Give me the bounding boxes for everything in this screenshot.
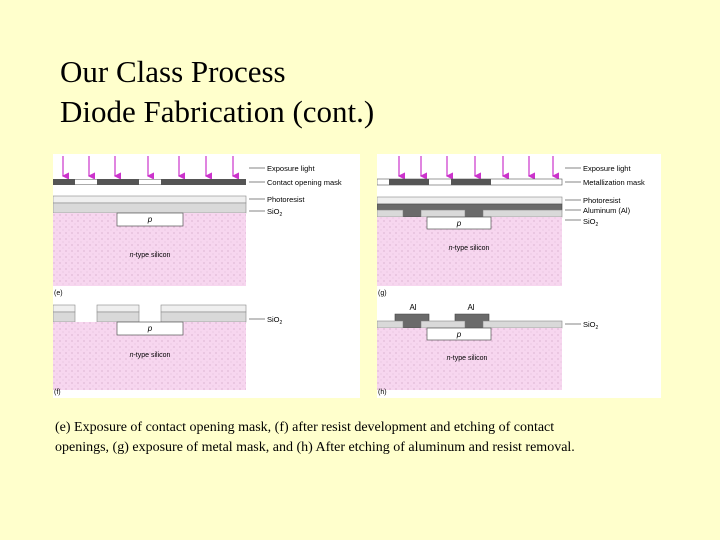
contact-opening-mask <box>53 179 246 185</box>
p-region-g <box>426 216 492 230</box>
al-label-left: Al <box>409 303 416 312</box>
label-contact-opening-mask: Contact opening mask <box>267 178 342 187</box>
p-region-h <box>426 327 492 341</box>
photoresist-layer-g <box>376 196 563 205</box>
slide-title: Our Class Process Diode Fabrication (con… <box>60 52 374 132</box>
step-label-h: (h) <box>378 389 387 396</box>
metallization-mask <box>376 178 563 186</box>
p-region-f <box>116 321 184 336</box>
label-sio2: SiO2 <box>267 207 283 218</box>
exposure-light-arrows <box>61 156 239 180</box>
label-exposure-light-g: Exposure light <box>583 164 631 173</box>
aluminum-contacts <box>394 313 490 329</box>
photoresist-layer <box>52 195 247 204</box>
callout-lines-e <box>249 167 265 212</box>
sio2-etched <box>52 311 247 323</box>
sio2-layer <box>52 202 247 214</box>
p-region-label: p <box>147 215 153 224</box>
label-sio2-h: SiO2 <box>583 320 599 331</box>
caption-line-1: (e) Exposure of contact opening mask, (f… <box>55 420 555 435</box>
callout-lines-g <box>565 167 581 221</box>
photoresist-patterned <box>52 304 247 313</box>
title-line-1: Our Class Process <box>60 54 286 89</box>
figure-caption: (e) Exposure of contact opening mask, (f… <box>55 418 665 458</box>
p-region-label-g: p <box>456 219 462 228</box>
label-aluminum: Aluminum (Al) <box>583 206 631 215</box>
p-region-label-f: p <box>147 324 153 333</box>
label-metallization-mask: Metallization mask <box>583 178 645 187</box>
diagram-panel-e-f: p n-type silicon Exposure light Contact … <box>52 154 360 398</box>
step-label-f: (f) <box>54 389 61 396</box>
label-photoresist: Photoresist <box>267 195 305 204</box>
diagram-panel-g-h: p n-type silicon Exposure light Metalliz… <box>376 154 661 398</box>
label-exposure-light: Exposure light <box>267 164 315 173</box>
p-region <box>116 212 184 227</box>
label-sio2-g: SiO2 <box>583 217 599 228</box>
label-photoresist-g: Photoresist <box>583 196 621 205</box>
p-region-label-h: p <box>456 330 462 339</box>
caption-line-2: openings, (g) exposure of metal mask, an… <box>55 440 575 455</box>
al-label-right: Al <box>467 303 474 312</box>
title-line-2: Diode Fabrication (cont.) <box>60 94 375 129</box>
diagram-e-f-svg: p n-type silicon Exposure light Contact … <box>52 156 342 396</box>
silicon-label-g: n-type silicon <box>449 245 490 252</box>
silicon-label-h: n-type silicon <box>447 355 488 362</box>
label-sio2-f: SiO2 <box>267 315 283 326</box>
exposure-light-arrows-g <box>397 156 559 180</box>
silicon-label-f: n-type silicon <box>130 352 171 359</box>
step-label-g: (g) <box>378 290 387 297</box>
diagram-g-h-svg: p n-type silicon Exposure light Metalliz… <box>376 156 645 396</box>
silicon-label: n-type silicon <box>130 252 171 259</box>
step-label-e: (e) <box>54 290 63 297</box>
